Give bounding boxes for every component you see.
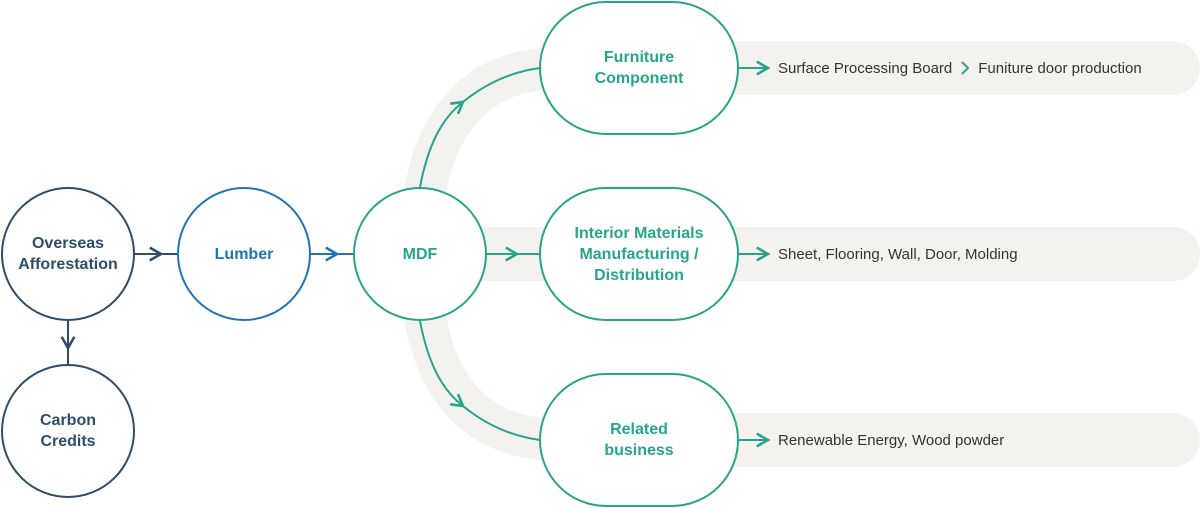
output-related: Renewable Energy, Wood powder: [778, 428, 1004, 452]
connector-lines: [60, 60, 771, 448]
arrow-mdf-to-related: [419, 320, 466, 408]
line-furniture-curve: [462, 67, 541, 103]
node-label-line: MDF: [402, 245, 438, 263]
arrow-mdf-to-furniture: [419, 100, 466, 188]
node-label-line: Furniture: [603, 49, 675, 66]
output-furniture: Surface Processing Board Funiture door p…: [778, 56, 1142, 80]
node-label-line: Overseas: [31, 235, 105, 252]
node-interior-materials: Interior Materials Manufacturing / Distr…: [539, 187, 739, 321]
node-label-line: Carbon: [40, 412, 96, 429]
output-interior: Sheet, Flooring, Wall, Door, Molding: [778, 242, 1018, 266]
line-related-curve: [462, 405, 541, 441]
node-furniture-component: Furniture Component: [539, 1, 739, 135]
node-label-line: Interior Materials: [574, 224, 704, 242]
output-text: Renewable Energy, Wood powder: [778, 431, 1005, 449]
node-carbon-credits: Carbon Credits: [1, 364, 135, 498]
output-text: Funiture door production: [978, 59, 1142, 77]
node-label-line: business: [604, 442, 674, 459]
output-text: Surface Processing Board: [778, 59, 953, 77]
node-label-line: Manufacturing /: [579, 245, 699, 263]
node-mdf: MDF: [353, 187, 487, 321]
chevron-right-icon: [961, 61, 970, 75]
node-label-line: Distribution: [594, 266, 684, 284]
band-related-row: [590, 413, 1200, 467]
node-label-line: Credits: [40, 433, 96, 450]
node-lumber: Lumber: [177, 187, 311, 321]
node-overseas-afforestation: Overseas Afforestation: [1, 187, 135, 321]
output-text: Sheet, Flooring, Wall, Door, Molding: [778, 245, 1018, 263]
band-furniture-row: [590, 41, 1200, 95]
node-label-line: Component: [594, 70, 684, 87]
node-label-line: Afforestation: [18, 256, 118, 273]
node-label-line: Lumber: [214, 245, 274, 263]
node-related-business: Related business: [539, 373, 739, 507]
node-label-line: Related: [610, 421, 668, 438]
